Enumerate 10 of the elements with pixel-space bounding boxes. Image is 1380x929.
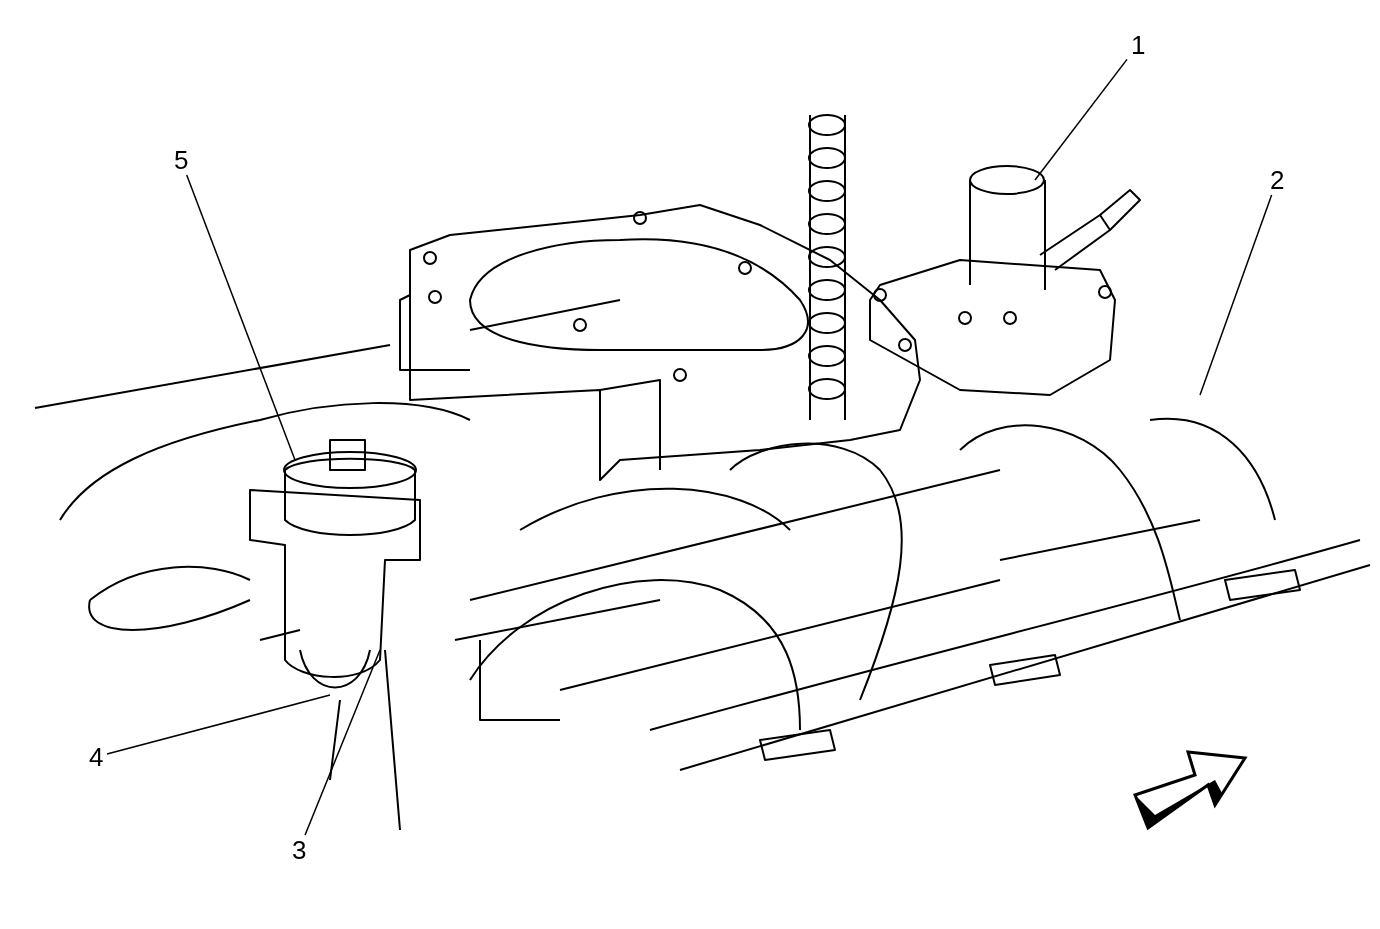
leader-line: [1034, 58, 1128, 181]
callout-number: 5: [170, 145, 193, 175]
leader-line: [304, 649, 381, 836]
leader-line: [185, 174, 296, 461]
leader-line: [106, 694, 331, 755]
callout-number: 2: [1266, 165, 1289, 195]
leader-line: [1199, 194, 1273, 396]
callout-number: 3: [288, 835, 311, 865]
callout-number: 1: [1127, 30, 1150, 60]
callout-number: 4: [85, 742, 108, 772]
